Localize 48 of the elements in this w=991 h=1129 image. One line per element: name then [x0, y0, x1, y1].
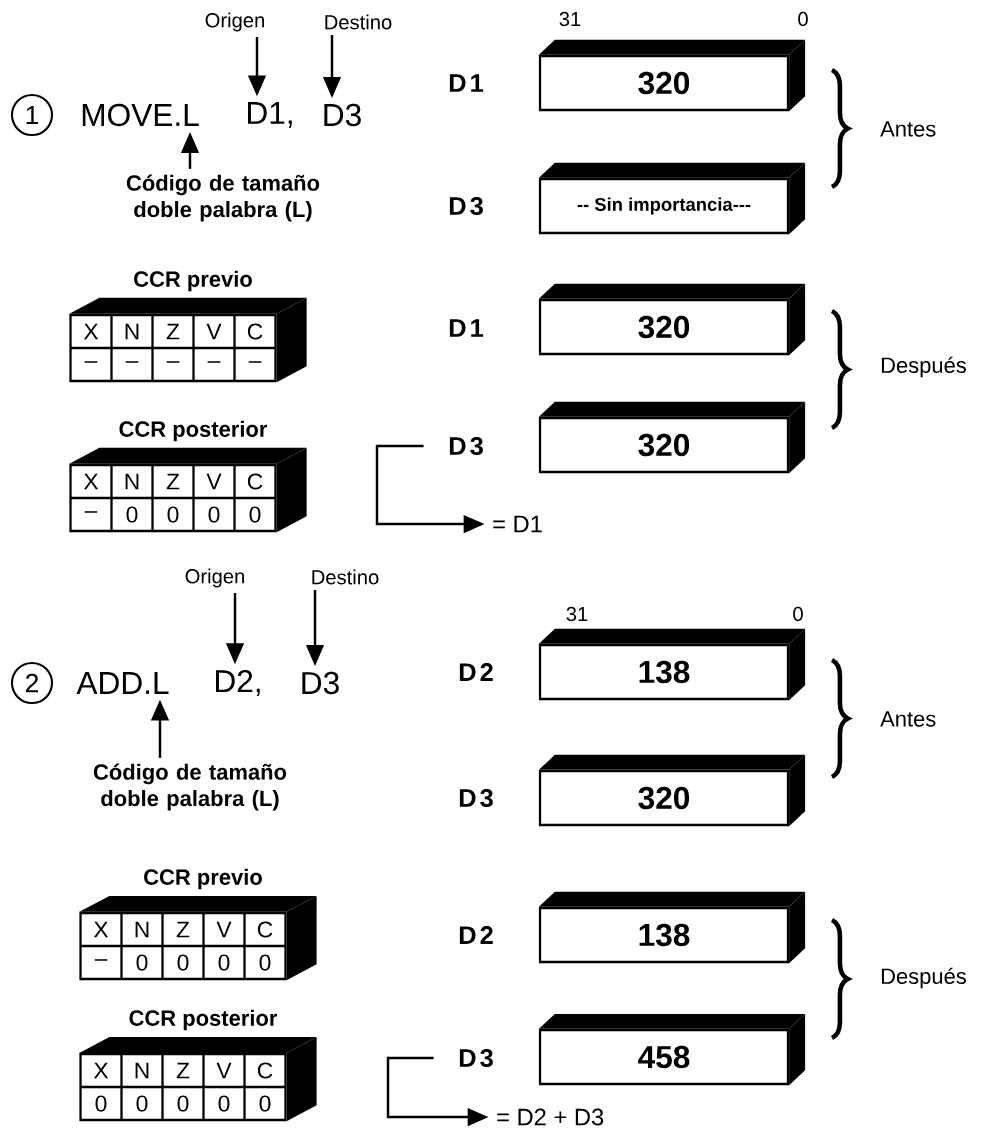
instruction-text: D3	[324, 103, 361, 127]
register-name: D1	[449, 74, 484, 92]
step-number: 2	[10, 661, 54, 705]
size-code-note: Código de tamaño doble palabra (L)	[126, 174, 320, 222]
step-number: 1	[10, 93, 54, 137]
flag-table: CCR previo X N Z V C – 0 0 0 0	[79, 868, 317, 981]
node-label: CCR previo	[144, 868, 262, 890]
brace-label: Antes	[880, 121, 936, 137]
brace-label: Antes	[880, 711, 936, 727]
instruction-text: MOVE.L	[82, 103, 199, 127]
result-text: = D1	[493, 515, 542, 533]
instruction-text: D2,	[216, 669, 260, 697]
register-name: D1	[449, 319, 484, 337]
flag-table: CCR posterior X N Z V C – 0 0 0 0	[69, 420, 307, 533]
node-label: CCR posterior	[119, 420, 268, 442]
operand-label: Origen	[185, 568, 244, 588]
result-text: = D2 + D3	[497, 1108, 604, 1126]
instruction-text: D1,	[248, 102, 292, 128]
operand-label: Destino	[325, 14, 392, 30]
flag-table: CCR previo X N Z V C – – – – –	[69, 270, 307, 383]
brace-label: Después	[881, 356, 966, 378]
register-name: D3	[459, 1048, 493, 1068]
register-box: -- Sin importancia---	[538, 162, 806, 235]
instruction-text: D3	[302, 671, 339, 695]
operand-label: Origen	[205, 12, 264, 32]
register-name: D3	[459, 788, 493, 808]
register-name: D2	[459, 663, 493, 681]
brace-label: Después	[881, 967, 966, 989]
register-name: D2	[459, 926, 493, 944]
node-label: CCR posterior	[129, 1009, 278, 1031]
operand-label: Destino	[312, 569, 379, 585]
register-box: 320	[538, 401, 806, 474]
size-code-note: Código de tamaño doble palabra (L)	[93, 763, 287, 811]
register-name: D3	[449, 196, 483, 216]
flag-table: CCR posterior X N Z V C 0 0 0 0 0	[79, 1009, 317, 1122]
bit-number: 31	[566, 606, 588, 622]
instruction-text: ADD.L	[76, 672, 169, 694]
bit-number: 0	[793, 606, 803, 622]
register-box: 138	[538, 891, 806, 964]
bit-number: 0	[798, 11, 808, 27]
register-box: 320	[538, 754, 806, 827]
register-name: D3	[449, 436, 483, 456]
node-label: CCR previo	[134, 270, 252, 292]
bit-number: 31	[559, 11, 581, 27]
register-box: 138	[538, 628, 806, 701]
register-box: 458	[538, 1013, 806, 1086]
register-box: 320	[538, 39, 806, 112]
register-box: 320	[538, 283, 806, 356]
